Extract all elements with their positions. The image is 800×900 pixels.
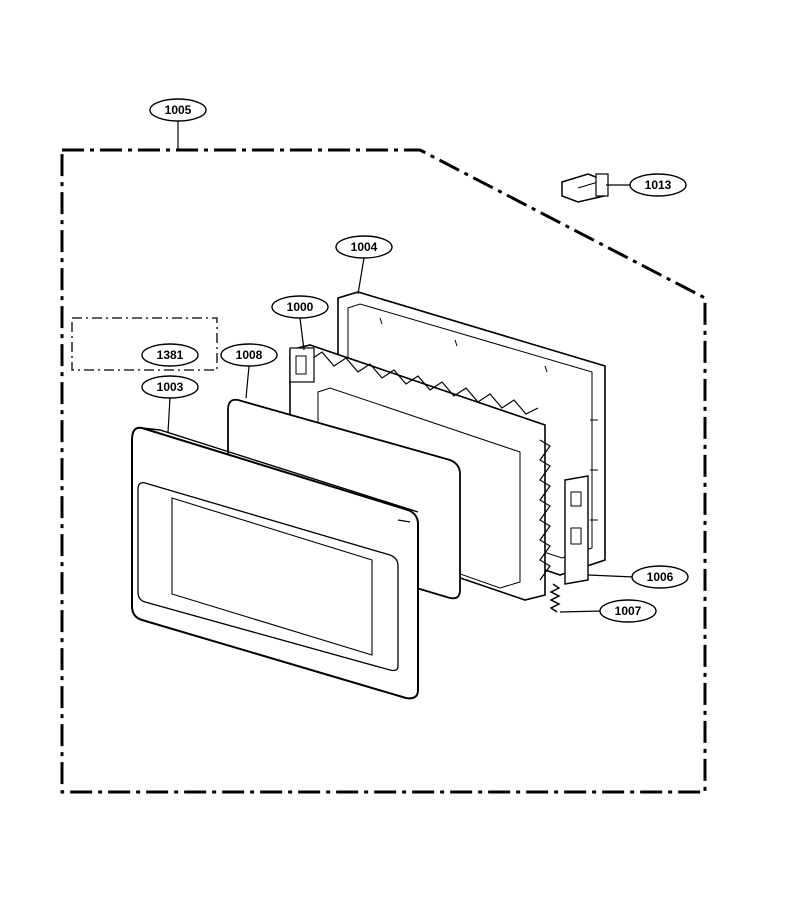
door-front-frame xyxy=(131,426,419,700)
svg-text:1003: 1003 xyxy=(157,380,184,394)
svg-text:1013: 1013 xyxy=(645,178,672,192)
door-latch-hook xyxy=(564,475,589,585)
callout-1005: 1005 xyxy=(149,98,207,122)
svg-text:1000: 1000 xyxy=(287,300,314,314)
latch-spring xyxy=(549,583,561,613)
svg-text:1007: 1007 xyxy=(615,604,642,618)
leader-1003 xyxy=(167,397,171,433)
callout-1004: 1004 xyxy=(335,235,393,259)
leader-1000 xyxy=(299,317,305,351)
svg-text:1006: 1006 xyxy=(647,570,674,584)
kit-boundary-1381 xyxy=(71,317,218,371)
svg-text:1005: 1005 xyxy=(165,103,192,117)
svg-text:1008: 1008 xyxy=(236,348,263,362)
leader-1008 xyxy=(245,365,250,399)
svg-text:1381: 1381 xyxy=(157,348,184,362)
leader-1007 xyxy=(559,610,603,613)
assembly-boundary xyxy=(60,148,707,794)
callout-1007: 1007 xyxy=(599,599,657,623)
callout-1381: 1381 xyxy=(141,343,199,367)
callout-1000: 1000 xyxy=(271,295,329,319)
callout-1008: 1008 xyxy=(220,343,278,367)
leader-1006 xyxy=(587,574,635,578)
svg-text:1004: 1004 xyxy=(351,240,378,254)
callout-1006: 1006 xyxy=(631,565,689,589)
door-switch-bracket xyxy=(561,173,609,203)
callout-1013: 1013 xyxy=(629,173,687,197)
callout-1003: 1003 xyxy=(141,375,199,399)
leader-1004 xyxy=(357,257,365,295)
